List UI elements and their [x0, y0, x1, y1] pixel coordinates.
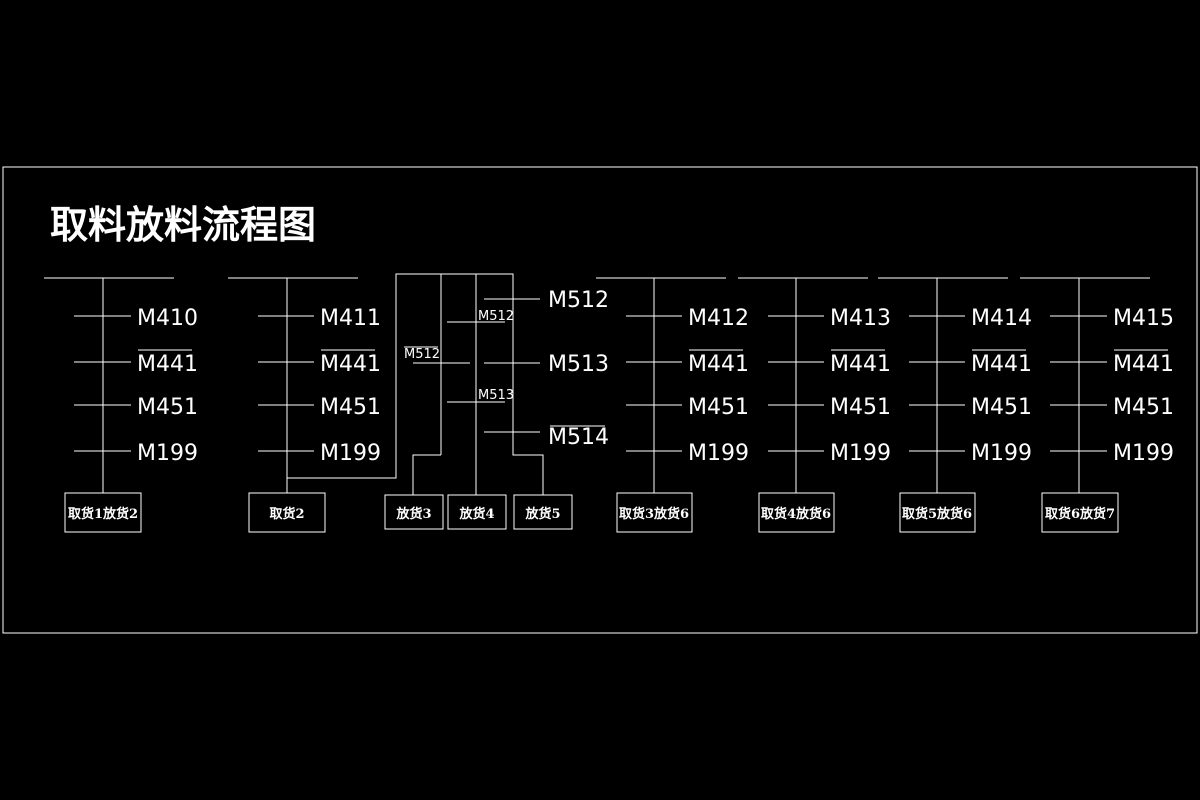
branch-wire: [287, 273, 544, 495]
contact-label: M413: [830, 306, 891, 331]
contact-label: M514: [548, 425, 609, 450]
output-box: [64, 492, 142, 533]
contact-label: M199: [688, 441, 749, 466]
output-box-label: 取货2: [269, 506, 304, 522]
output-box-label: 取货3放货6: [619, 506, 689, 522]
output-box: [1041, 492, 1119, 533]
contact-label: M451: [971, 395, 1032, 420]
output-box-label: 放货3: [395, 506, 431, 522]
contact-label: M199: [971, 441, 1032, 466]
contact-label: M411: [320, 306, 381, 331]
output-box-label: 放货5: [524, 506, 560, 522]
contact-label: M451: [830, 395, 891, 420]
output-box-label: 放货4: [458, 506, 494, 522]
output-box: [447, 494, 507, 530]
output-box: [248, 492, 326, 533]
contact-label: M513: [478, 388, 514, 403]
contact-label: M414: [971, 306, 1032, 331]
contact-label: M451: [688, 395, 749, 420]
ladder-column-2: M411 M441 M451 M199 取货2: [228, 277, 381, 533]
contact-label: M199: [1113, 441, 1174, 466]
contact-label: M441: [137, 352, 198, 377]
contact-label: M441: [1113, 352, 1174, 377]
contact-label: M451: [1113, 395, 1174, 420]
contact-label: M451: [137, 395, 198, 420]
contact-label: M410: [137, 306, 198, 331]
branch-network: M512 M512 M513 M512 M513 M514 放货3 放货4 放货…: [287, 273, 609, 530]
contact-label: M512: [478, 309, 514, 324]
contact-label: M513: [548, 352, 609, 377]
diagram-title: 取料放料流程图: [50, 203, 316, 247]
contact-label: M199: [320, 441, 381, 466]
ladder-column-3: M412 M441 M451 M199 取货3放货6: [596, 277, 749, 533]
output-box: [513, 494, 573, 530]
output-box: [899, 492, 976, 533]
contact-label: M441: [830, 352, 891, 377]
contact-label: M441: [688, 352, 749, 377]
output-box-label: 取货4放货6: [761, 506, 831, 522]
drawing-frame: [2, 166, 1198, 634]
output-box: [384, 494, 444, 530]
output-box-label: 取货5放货6: [902, 506, 972, 522]
output-box: [616, 492, 693, 533]
ladder-column-5: M414 M441 M451 M199 取货5放货6: [878, 277, 1032, 533]
contact-label: M512: [548, 288, 609, 313]
ladder-column-6: M415 M441 M451 M199 取货6放货7: [1020, 277, 1174, 533]
contact-label: M412: [688, 306, 749, 331]
ladder-column-1: M410 M441 M451 M199 取货1放货2: [44, 277, 198, 533]
contact-label: M512: [404, 347, 440, 362]
contact-label: M415: [1113, 306, 1174, 331]
output-box: [758, 492, 835, 533]
contact-label: M199: [137, 441, 198, 466]
contact-label: M441: [320, 352, 381, 377]
contact-label: M441: [971, 352, 1032, 377]
output-box-label: 取货6放货7: [1045, 506, 1115, 522]
contact-label: M199: [830, 441, 891, 466]
contact-label: M451: [320, 395, 381, 420]
ladder-column-4: M413 M441 M451 M199 取货4放货6: [738, 277, 891, 533]
output-box-label: 取货1放货2: [68, 506, 138, 522]
